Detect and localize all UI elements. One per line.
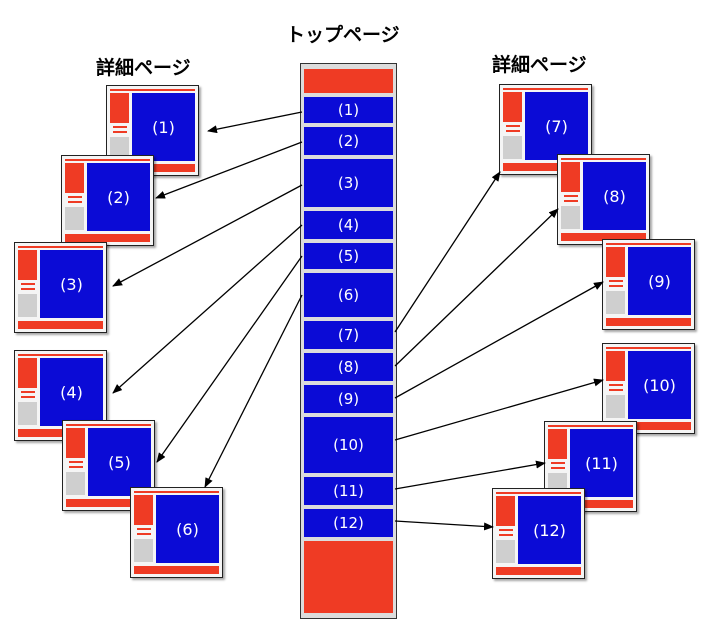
top-page-title: トップページ xyxy=(286,24,400,46)
arrow-11 xyxy=(394,460,546,490)
detail-label-12: (12) xyxy=(518,496,581,564)
section-10: (10) xyxy=(304,417,393,473)
detail-label-10: (10) xyxy=(628,351,691,419)
arrow-4 xyxy=(112,224,303,394)
detail-page-9: (9) xyxy=(602,239,695,330)
detail-label-8: (8) xyxy=(583,162,646,230)
detail-page-2: (2) xyxy=(61,155,154,246)
arrow-5 xyxy=(156,255,303,463)
detail-page-10: (10) xyxy=(602,343,695,434)
arrow-6 xyxy=(204,294,303,488)
section-12: (12) xyxy=(304,509,393,537)
arrow-10 xyxy=(394,378,604,441)
arrow-8 xyxy=(394,208,559,367)
detail-page-7: (7) xyxy=(499,84,592,175)
arrow-1 xyxy=(207,111,303,134)
arrow-2 xyxy=(155,141,303,199)
section-5: (5) xyxy=(304,243,393,269)
section-7: (7) xyxy=(304,321,393,349)
top-page-header xyxy=(304,69,393,93)
section-9: (9) xyxy=(304,385,393,413)
detail-label-5: (5) xyxy=(88,428,151,496)
detail-page-12: (12) xyxy=(492,488,585,579)
detail-label-1: (1) xyxy=(132,93,195,161)
detail-label-6: (6) xyxy=(156,495,219,563)
detail-label-9: (9) xyxy=(628,247,691,315)
section-2: (2) xyxy=(304,127,393,155)
section-4: (4) xyxy=(304,211,393,239)
detail-label-2: (2) xyxy=(87,163,150,231)
detail-label-7: (7) xyxy=(525,92,588,160)
section-3: (3) xyxy=(304,159,393,207)
detail-label-11: (11) xyxy=(570,429,633,497)
detail-page-title-left: 詳細ページ xyxy=(96,57,191,79)
detail-page-title-right: 詳細ページ xyxy=(492,54,587,76)
top-page-footer xyxy=(304,541,393,613)
arrow-9 xyxy=(394,281,604,399)
section-8: (8) xyxy=(304,353,393,381)
detail-page-3: (3) xyxy=(14,242,107,333)
detail-label-4: (4) xyxy=(40,358,103,426)
arrow-3 xyxy=(112,184,303,287)
arrow-12 xyxy=(394,520,494,531)
detail-page-6: (6) xyxy=(130,487,223,578)
detail-page-11: (11) xyxy=(544,421,637,512)
section-11: (11) xyxy=(304,477,393,505)
detail-label-3: (3) xyxy=(40,250,103,318)
arrow-7 xyxy=(394,171,501,333)
section-6: (6) xyxy=(304,273,393,317)
section-1: (1) xyxy=(304,97,393,123)
detail-page-5: (5) xyxy=(62,420,155,511)
